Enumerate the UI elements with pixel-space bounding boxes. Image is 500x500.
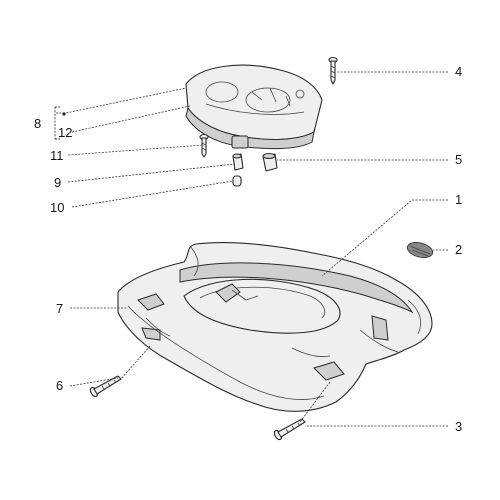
bulb-holder-9 [232, 153, 244, 171]
bulb-10 [232, 175, 242, 187]
callout-11: 11 [50, 148, 64, 163]
callout-4: 4 [455, 64, 462, 79]
screw-4 [328, 56, 338, 85]
callout-8: 8 [34, 116, 41, 131]
callout-5: 5 [455, 152, 462, 167]
callout-2: 2 [455, 242, 462, 257]
callout-3: 3 [455, 419, 462, 434]
callout-6: 6 [56, 378, 63, 393]
callout-10: 10 [50, 200, 64, 215]
callout-9: 9 [54, 175, 61, 190]
callout-12: 12 [58, 125, 72, 140]
handlebar-cover [117, 241, 433, 412]
screw-6 [89, 375, 122, 398]
screw-11 [199, 133, 209, 158]
instrument-cluster [185, 64, 323, 150]
screw-3 [273, 418, 306, 441]
bulb-socket-5 [262, 153, 278, 172]
callout-7: 7 [56, 301, 63, 316]
bullet-dot [62, 112, 66, 116]
leader-lines [54, 71, 448, 427]
cap-2 [406, 242, 434, 258]
callout-1: 1 [455, 192, 462, 207]
callout-labels: 1 2 3 4 5 6 7 8 9 10 11 12 [34, 64, 462, 434]
